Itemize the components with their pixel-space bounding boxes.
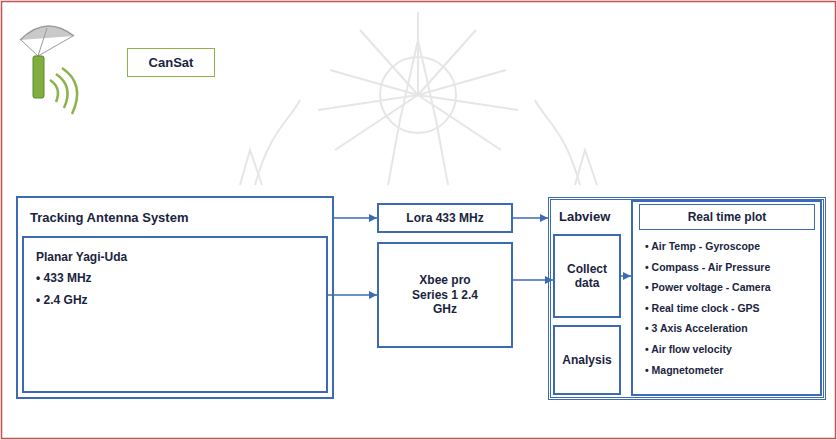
box-text: • 2.4 GHz: [36, 293, 88, 307]
connector-arrow: [334, 217, 377, 219]
box-label: CanSat: [149, 55, 194, 71]
list-item: • Magnetometer: [645, 364, 723, 377]
list-panel: • Air Temp - Gyroscope • Compass - Air Pr…: [631, 200, 822, 396]
box-label: Analysis: [562, 353, 611, 367]
box-text: • 433 MHz: [36, 271, 92, 285]
connector-arrow: [513, 217, 548, 219]
connector-arrow: [328, 294, 377, 296]
process-box: Analysis: [553, 325, 621, 395]
process-box: Collect data: [553, 234, 621, 318]
box-text: Planar Yagi-Uda: [36, 250, 127, 264]
box-heading: Tracking Antenna System: [30, 210, 188, 226]
label-box: CanSat: [127, 48, 215, 77]
watermark: [240, 12, 597, 185]
box-heading: Labview: [559, 209, 610, 225]
list-item: • Power voltage - Camera: [645, 281, 771, 294]
radio-box: Xbee pro Series 1 2.4 GHz: [377, 242, 513, 348]
radio-box: Lora 433 MHz: [377, 203, 513, 233]
list-item: • Air flow velocity: [645, 343, 732, 356]
system-box: Tracking Antenna SystemPlanar Yagi-Uda • …: [16, 196, 334, 399]
box-label: Collect data: [560, 262, 614, 291]
connector-arrow: [621, 275, 631, 277]
antenna-box: Planar Yagi-Uda • 433 MHz • 2.4 GHz: [22, 236, 328, 393]
software-box: LabviewCollect dataAnalysis • Air Temp - …: [548, 197, 826, 400]
connector-arrow: [513, 279, 553, 281]
list-item: • Compass - Air Pressure: [645, 261, 770, 274]
box-heading: Real time plot: [688, 210, 767, 224]
list-item: • Real time clock - GPS: [645, 302, 760, 315]
box-label: Lora 433 MHz: [406, 211, 483, 225]
cansat-illustration: [20, 26, 77, 114]
box-label: Xbee pro Series 1 2.4 GHz: [409, 273, 481, 316]
header-box: Real time plot: [639, 204, 815, 230]
list-item: • 3 Axis Acceleration: [645, 322, 748, 335]
list-item: • Air Temp - Gyroscope: [645, 240, 760, 253]
